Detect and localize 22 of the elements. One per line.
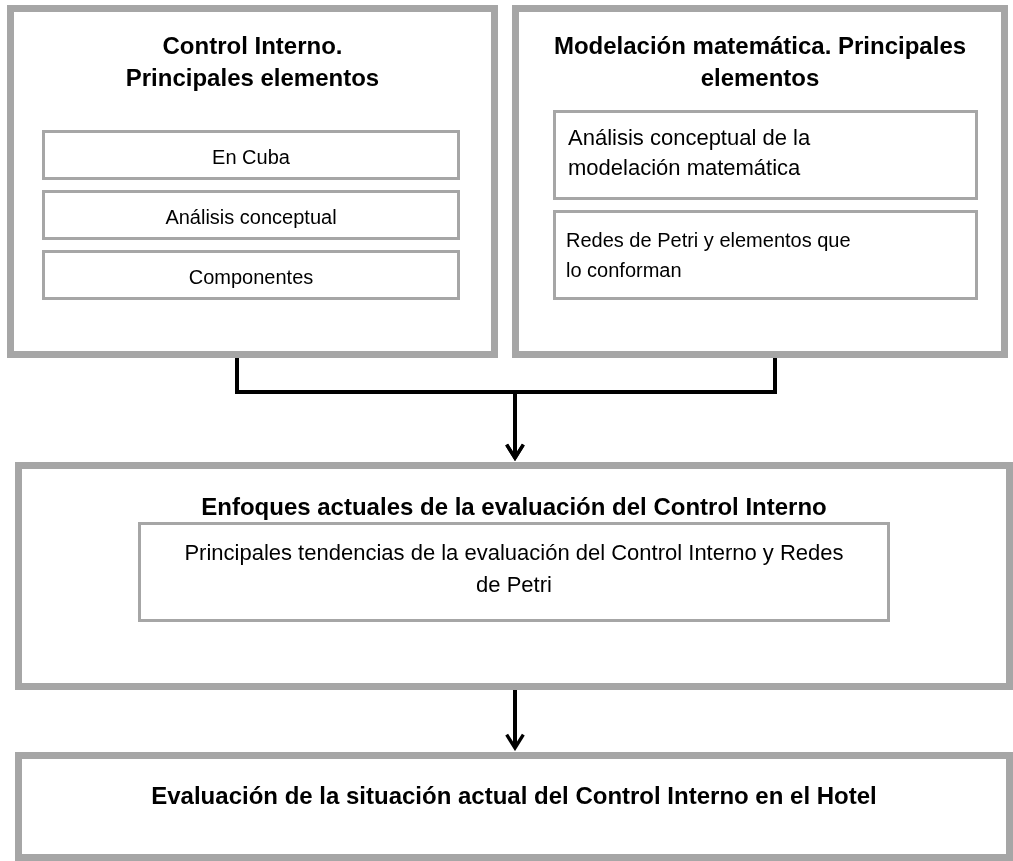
section-panel: [15, 752, 1013, 861]
section-panel: [15, 462, 1013, 690]
topic-box: [42, 130, 460, 180]
topic-text: Análisis conceptual: [164, 205, 338, 230]
topic-box: [138, 522, 890, 622]
topic-text: En Cuba: [211, 145, 291, 170]
topic-text: Redes de Petri y elementos que lo conforman: [565, 228, 852, 283]
arrow: [505, 358, 777, 460]
topic-text: Análisis conceptual de la modelación matemática: [567, 124, 812, 182]
topic-box: [42, 190, 460, 240]
topic-text: Principales tendencias de la evaluación del Control Interno y Redes de Petri: [183, 539, 845, 599]
topic-box: [553, 210, 978, 300]
topic-box: [553, 110, 978, 200]
topic-text: Componentes: [187, 265, 315, 290]
section-panel: [7, 5, 498, 358]
section-heading: Modelación matemática. Principales elementos: [552, 31, 968, 94]
topic-box: [42, 250, 460, 300]
section-heading: Enfoques actuales de la evaluación del Control Interno: [200, 492, 828, 522]
section-panel: [512, 5, 1008, 358]
arrow: [505, 690, 525, 750]
section-heading: Control Interno. Principales elementos: [124, 31, 381, 94]
section-heading: Evaluación de la situación actual del Control Interno en el Hotel: [150, 781, 878, 811]
